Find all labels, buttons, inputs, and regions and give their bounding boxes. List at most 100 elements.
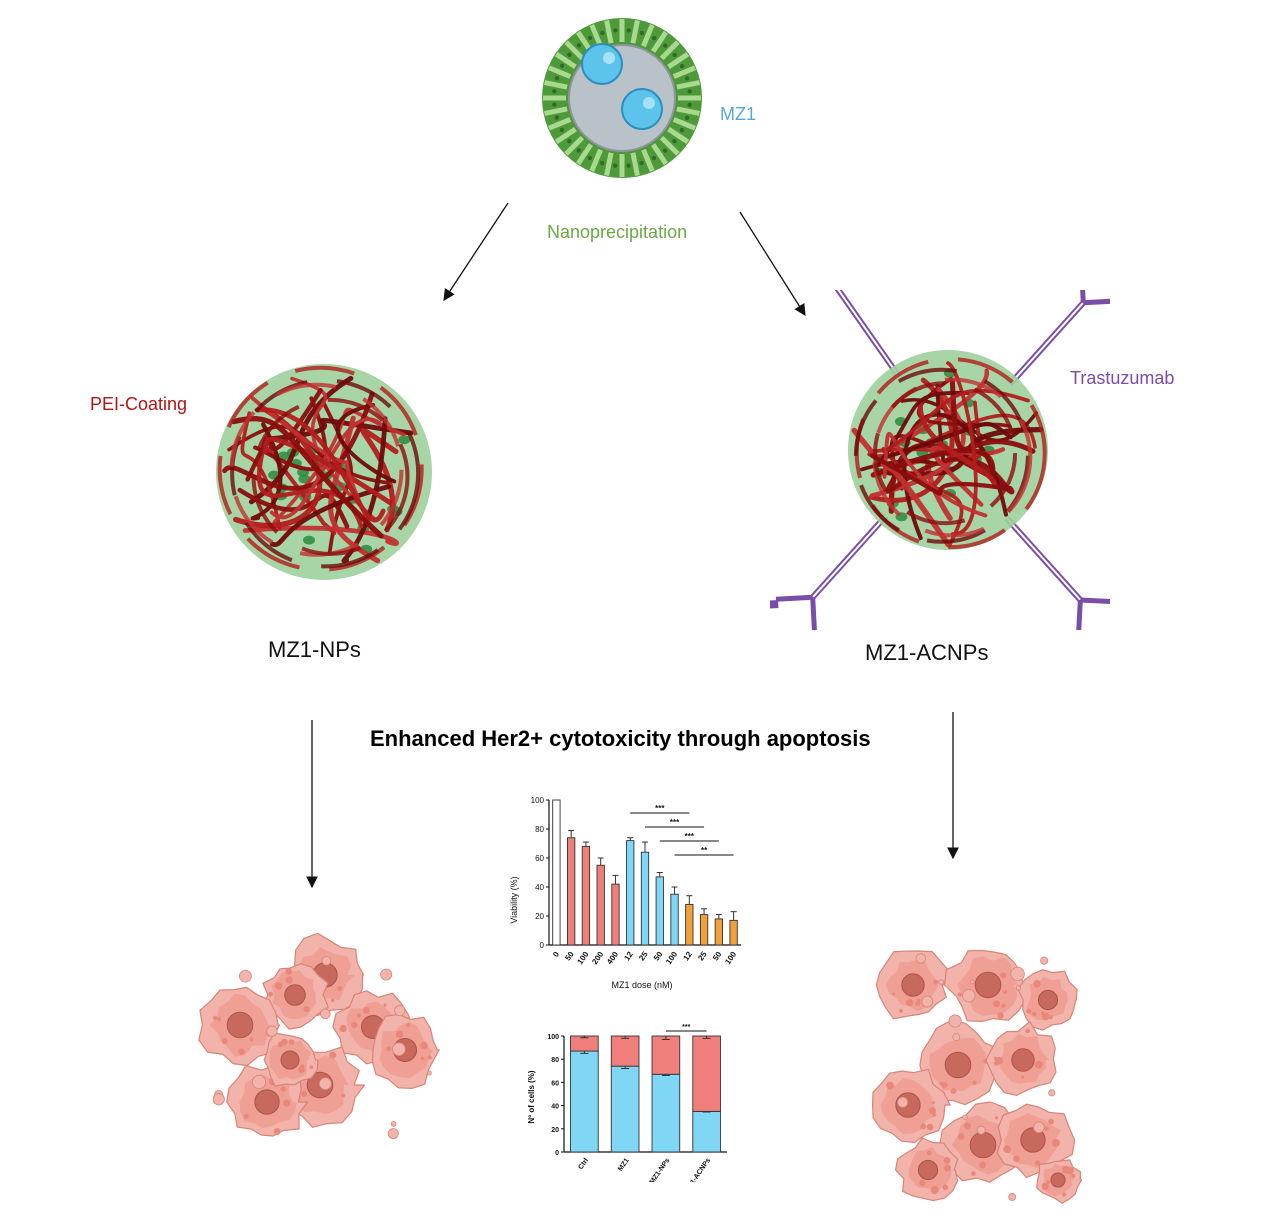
apoptotic-cell (1017, 969, 1078, 1031)
apoptotic-cells-right (872, 949, 1083, 1204)
micelle-segment (576, 143, 593, 166)
viability-bar (714, 918, 723, 946)
x-tick-label: MZ1 (617, 1157, 631, 1173)
stacked-bar-segment (651, 1073, 681, 1153)
mz1-micelle-illustration (542, 18, 702, 178)
significance-label: *** (670, 818, 680, 827)
micelle-segment (672, 65, 696, 79)
micelle-segment (659, 40, 680, 61)
y-tick-label: 0 (540, 941, 545, 950)
x-tick-label: MZ1-NPs (649, 1157, 672, 1182)
significance-label: *** (682, 1024, 690, 1031)
antibody-label: Trastuzumab (1070, 368, 1175, 388)
trastuzumab-antibody (832, 290, 901, 377)
micelle-segment (672, 117, 696, 131)
micelle-segment (564, 135, 585, 156)
pei-coating-strands (851, 357, 1047, 550)
stacked-bar-segment (692, 1110, 721, 1153)
viability-bar (640, 851, 650, 946)
y-tick-label: 100 (531, 796, 545, 805)
apoptotic-cell (261, 963, 329, 1030)
x-tick-label: 100 (723, 950, 738, 967)
micelle-segment (604, 20, 614, 44)
np-right-label: MZ1-ACNPs (865, 640, 989, 665)
stacked-bar-segment (692, 1035, 721, 1112)
y-tick-label: 80 (551, 1057, 559, 1064)
pei-coating-strands (217, 365, 424, 572)
x-tick-label: 50 (563, 950, 576, 963)
mz1-acnps-particle (770, 290, 1110, 630)
micelle-segment (554, 127, 577, 144)
x-tick-label: 0 (551, 950, 561, 959)
apoptotic-cell (944, 949, 1027, 1022)
viability-y-label: Viability (%) (509, 876, 519, 923)
micelle-segment (676, 106, 700, 116)
x-tick-label: 200 (590, 950, 605, 967)
x-tick-label: 25 (637, 950, 650, 963)
mz1-nps-particle (216, 364, 432, 580)
significance-label: *** (655, 804, 665, 813)
y-tick-label: 100 (547, 1034, 559, 1041)
viability-bar (552, 799, 561, 946)
drug-label: MZ1 (720, 104, 756, 124)
micelle-segment (554, 52, 577, 69)
viability-bar (596, 864, 605, 946)
micelle-segment (641, 148, 655, 172)
trastuzumab-antibody (770, 513, 889, 630)
micelle-segment (544, 80, 568, 90)
viability-bar (685, 903, 694, 946)
trastuzumab-antibody (1004, 516, 1110, 630)
apoptotic-cell (872, 1068, 951, 1143)
x-tick-label: 12 (681, 950, 694, 963)
viability-bar (581, 845, 591, 946)
viability-bar (729, 919, 738, 946)
stacked-bar-segment (570, 1050, 599, 1153)
stacked-bar-segment (570, 1035, 599, 1052)
x-tick-label: 400 (605, 950, 620, 967)
y-tick-label: 60 (535, 854, 544, 863)
stacked-bar-segment (651, 1035, 681, 1075)
micelle-segment (589, 24, 603, 48)
apoptotic-cell (919, 1020, 1001, 1106)
apoptotic-cell (875, 950, 951, 1020)
x-tick-label: 25 (696, 950, 709, 963)
micelle-segment (564, 40, 585, 61)
np-left-label: MZ1-NPs (268, 637, 361, 662)
x-tick-label: 100 (664, 950, 679, 967)
micelle-segment (630, 152, 640, 176)
significance-label: ** (701, 846, 708, 855)
arrow-to-right-np (739, 211, 806, 316)
apoptotic-cells-left (198, 932, 440, 1140)
y-tick-label: 80 (535, 825, 544, 834)
x-tick-label: 12 (622, 950, 635, 963)
apoptotic-cell (985, 1020, 1057, 1096)
trastuzumab-antibody (1007, 290, 1110, 387)
cells-y-label: Nº of cells (%) (527, 1070, 536, 1123)
viability-chart: Viability (%) MZ1 dose (nM) 020406080100… (509, 796, 741, 990)
antibody-layer (770, 290, 1110, 630)
micelle-segment (589, 148, 603, 172)
y-tick-label: 40 (551, 1104, 559, 1111)
apoptotic-cell (895, 1137, 959, 1202)
micelle-segment (544, 106, 568, 116)
viability-bar (567, 837, 576, 946)
apoptotic-cell (996, 1103, 1076, 1179)
micelle-segment (667, 127, 690, 144)
micelle-segment (667, 52, 690, 69)
viability-x-label: MZ1 dose (nM) (611, 980, 672, 990)
micelle-segment (548, 117, 572, 131)
headline: Enhanced Her2+ cytotoxicity through apop… (370, 726, 871, 751)
x-tick-label: 50 (711, 950, 724, 963)
apoptotic-cell (198, 986, 281, 1067)
process-label: Nanoprecipitation (547, 222, 688, 242)
stacked-bar-segment (610, 1035, 640, 1067)
viability-bar (699, 914, 709, 946)
viability-bar (611, 883, 620, 946)
x-tick-label: MZ1-ACNPs (684, 1157, 713, 1182)
micelle-segment (604, 152, 614, 176)
y-tick-label: 20 (551, 1127, 559, 1134)
micelle-segment (630, 20, 640, 44)
micelle-segment (548, 65, 572, 79)
